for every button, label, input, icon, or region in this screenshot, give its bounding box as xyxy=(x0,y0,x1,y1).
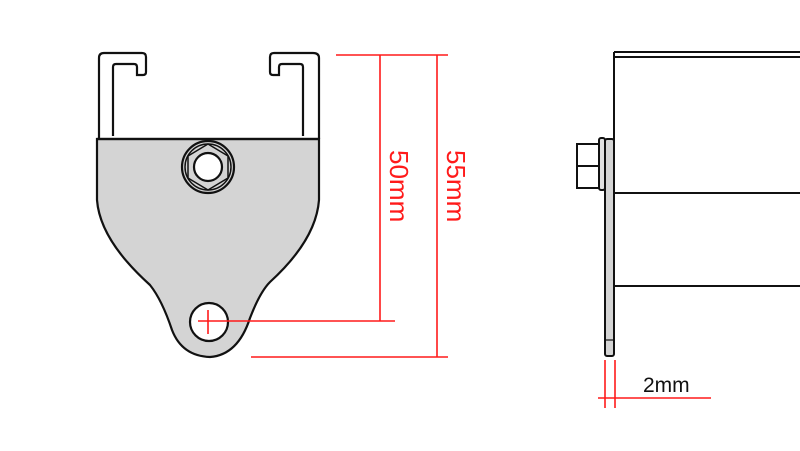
side-plate xyxy=(604,138,615,357)
side-view xyxy=(576,51,800,357)
dimension-55mm: 55mm xyxy=(441,150,471,222)
dimension-50mm: 50mm xyxy=(384,150,414,222)
dimension-2mm: 2mm xyxy=(643,374,690,397)
channel-outline xyxy=(97,51,321,139)
bolt-head xyxy=(180,139,236,195)
front-view xyxy=(95,51,321,359)
dimension-lines xyxy=(198,54,448,358)
thickness-dimension xyxy=(598,360,711,408)
mounting-hole xyxy=(188,301,230,343)
plate xyxy=(95,137,321,359)
